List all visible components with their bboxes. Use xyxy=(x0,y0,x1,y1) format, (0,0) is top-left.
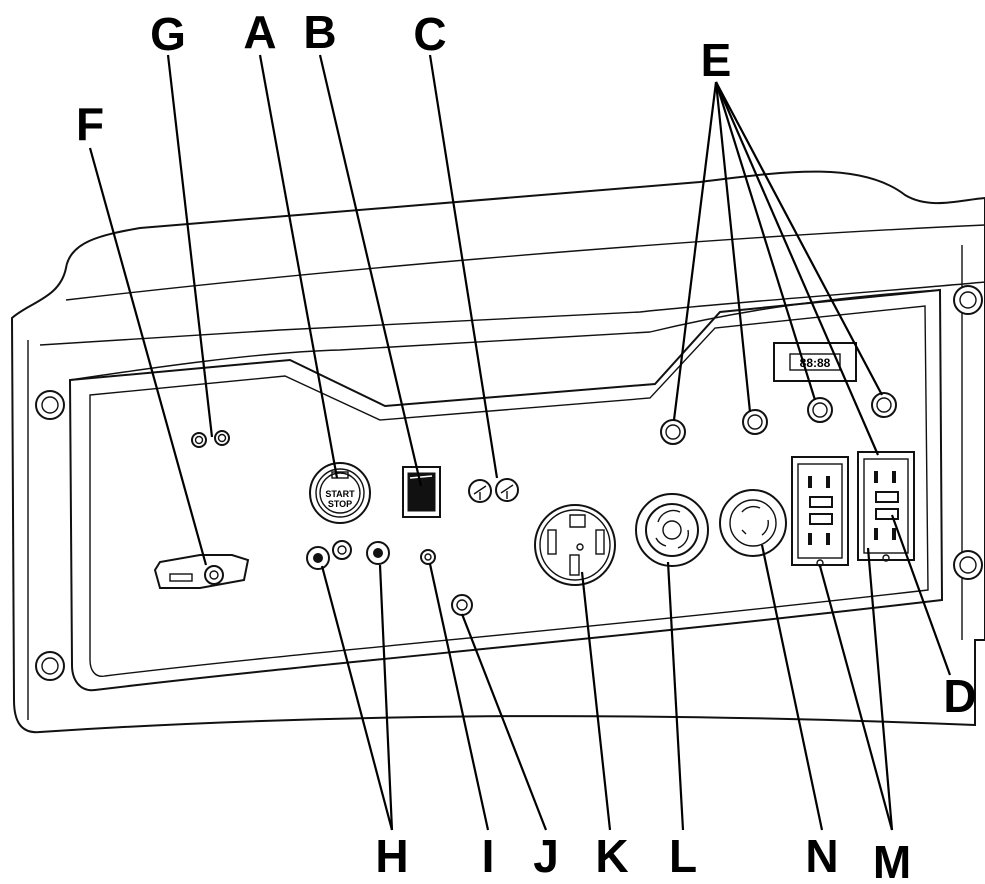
callout-d: D xyxy=(943,670,976,722)
stop-label: STOP xyxy=(328,499,352,509)
fuse-holders xyxy=(660,392,897,445)
callout-m: M xyxy=(873,836,911,884)
callout-a: A xyxy=(243,6,276,58)
callout-i: I xyxy=(482,830,495,882)
callout-j: J xyxy=(533,830,559,882)
gfci-outlet-right xyxy=(857,451,915,562)
receptacle-50a xyxy=(534,504,616,586)
twist-lock-receptacle-l5 xyxy=(719,489,787,557)
twist-lock-receptacle-l14 xyxy=(635,493,709,567)
callout-l: L xyxy=(669,830,697,882)
hour-meter-display: 88:88 xyxy=(800,356,831,370)
battery-terminals xyxy=(306,540,390,570)
corner-bolt-bottom-left xyxy=(35,651,65,681)
circuit-breakers xyxy=(468,478,519,503)
callout-g: G xyxy=(150,8,186,60)
corner-bolt-top-left xyxy=(35,390,65,420)
callout-h: H xyxy=(375,830,408,882)
corner-bolt-bottom-right xyxy=(953,550,983,580)
callout-b: B xyxy=(303,6,336,58)
rocker-switch xyxy=(402,466,441,518)
start-stop-button: START STOP xyxy=(309,462,371,524)
callout-c: C xyxy=(413,8,446,60)
choke-lever xyxy=(153,554,250,589)
indicator-light xyxy=(420,549,436,565)
indicator-lamps xyxy=(191,430,230,448)
callout-e: E xyxy=(701,34,732,86)
callout-n: N xyxy=(805,830,838,882)
corner-bolt-top-right xyxy=(953,285,983,315)
panel-enclosure xyxy=(10,170,985,734)
ground-terminal xyxy=(451,594,473,616)
gfci-outlet-left xyxy=(791,456,849,567)
start-label: START xyxy=(325,489,355,499)
callout-k: K xyxy=(595,830,628,882)
leader-lines xyxy=(88,54,952,831)
callout-f: F xyxy=(76,98,104,150)
